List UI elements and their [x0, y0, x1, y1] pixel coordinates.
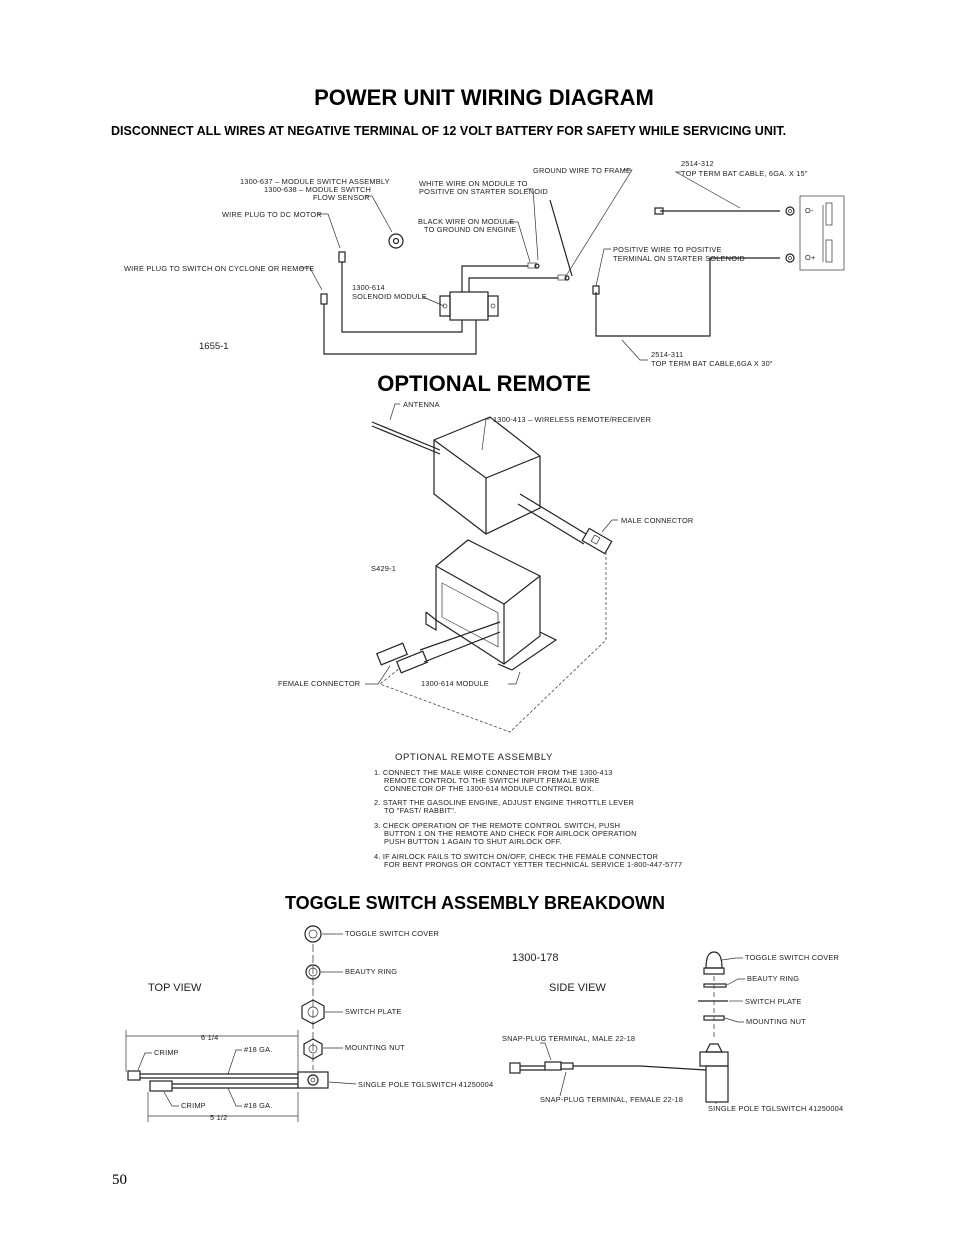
label-bat-cable-30-2: TOP TERM BAT CABLE,6GA X 30" — [651, 359, 773, 368]
label-module-switch-1: 1300-637 – MODULE SWITCH ASSEMBLY — [240, 177, 390, 186]
battery-neg: O- — [805, 206, 814, 215]
label-single-pole-side: SINGLE POLE TGLSWITCH 41250004 — [708, 1104, 843, 1113]
label-cover-top: TOGGLE SWITCH COVER — [345, 929, 439, 938]
label-module: 1300-614 MODULE — [421, 679, 489, 688]
toggle-switch-title: TOGGLE SWITCH ASSEMBLY BREAKDOWN — [285, 893, 666, 913]
label-plug-cyclone: WIRE PLUG TO SWITCH ON CYCLONE OR REMOTE — [124, 264, 314, 273]
toggle-top-view: TOP VIEW TOGGLE SWITCH COVER BEAUTY RING… — [125, 925, 493, 1122]
label-nut-top: MOUNTING NUT — [345, 1043, 405, 1052]
step-2-line-1: 2. START THE GASOLINE ENGINE, ADJUST ENG… — [374, 798, 634, 807]
label-ring-side: BEAUTY RING — [747, 974, 799, 983]
step-3-line-1: 3. CHECK OPERATION OF THE REMOTE CONTROL… — [374, 821, 620, 830]
label-pos-wire-2: TERMINAL ON STARTER SOLENOID — [613, 254, 745, 263]
label-plug-dc-motor: WIRE PLUG TO DC MOTOR — [222, 210, 322, 219]
dim-bottom-label: 5 1/2 — [210, 1113, 227, 1122]
step-3-line-3: PUSH BUTTON 1 AGAIN TO SHUT AIRLOCK OFF. — [384, 837, 562, 846]
label-ring-top: BEAUTY RING — [345, 967, 397, 976]
label-bat-cable-30-1: 2514-311 — [651, 350, 683, 359]
label-flow-sensor: FLOW SENSOR — [313, 193, 370, 202]
page-title: POWER UNIT WIRING DIAGRAM — [314, 85, 654, 110]
label-male-connector: MALE CONNECTOR — [621, 516, 693, 525]
label-snap-female: SNAP-PLUG TERMINAL, FEMALE 22-18 — [540, 1095, 683, 1104]
step-1-line-3: CONNECTOR OF THE 1300-614 MODULE CONTROL… — [384, 784, 594, 793]
label-bat-cable-15-1: 2514-312 — [681, 159, 714, 168]
label-cover-side: TOGGLE SWITCH COVER — [745, 953, 839, 962]
step-4-line-1: 4. IF AIRLOCK FAILS TO SWITCH ON/OFF, CH… — [374, 852, 658, 861]
label-pos-wire-1: POSITIVE WIRE TO POSITIVE — [613, 245, 722, 254]
label-solenoid-2: SOLENOID MODULE — [352, 292, 427, 301]
label-module-switch-2: 1300-638 – MODULE SWITCH — [264, 185, 371, 194]
remote-assembly-notes: OPTIONAL REMOTE ASSEMBLY 1. CONNECT THE … — [374, 752, 682, 869]
wiring-diagram: 1300-637 – MODULE SWITCH ASSEMBLY 1300-6… — [124, 159, 845, 368]
wiring-drawing-number: 1655-1 — [199, 341, 229, 352]
label-bat-cable-15-2: TOP TERM BAT CABLE, 6GA. X 15" — [681, 169, 808, 178]
label-plate-top: SWITCH PLATE — [345, 1007, 401, 1016]
toggle-part-number: 1300-178 — [512, 952, 559, 964]
label-solenoid-1: 1300-614 — [352, 283, 385, 292]
step-2-line-2: TO "FAST/ RABBIT". — [384, 806, 456, 815]
label-crimp-1: CRIMP — [154, 1048, 179, 1057]
remote-diagram: ANTENNA 1300-413 – WIRELESS REMOTE/RECEI… — [278, 400, 693, 733]
label-receiver: 1300-413 – WIRELESS REMOTE/RECEIVER — [493, 415, 651, 424]
label-plate-side: SWITCH PLATE — [745, 997, 801, 1006]
label-female-connector: FEMALE CONNECTOR — [278, 679, 360, 688]
label-black-wire-1: BLACK WIRE ON MODULE — [418, 217, 514, 226]
label-single-pole-top: SINGLE POLE TGLSWITCH 41250004 — [358, 1080, 493, 1089]
optional-remote-title: OPTIONAL REMOTE — [377, 371, 591, 396]
toggle-side-view: 1300-178 SIDE VIEW TOGGLE SWITCH COVER B… — [502, 951, 843, 1113]
label-snap-male: SNAP-PLUG TERMINAL, MALE 22-18 — [502, 1034, 635, 1043]
label-gauge-1: #18 GA. — [244, 1045, 273, 1054]
side-view-label: SIDE VIEW — [549, 982, 606, 994]
step-3-line-2: BUTTON 1 ON THE REMOTE AND CHECK FOR AIR… — [384, 829, 637, 838]
label-gauge-2: #18 GA. — [244, 1101, 273, 1110]
label-ground-wire: GROUND WIRE TO FRAME — [533, 166, 631, 175]
label-white-wire-1: WHITE WIRE ON MODULE TO — [419, 179, 528, 188]
label-antenna: ANTENNA — [403, 400, 440, 409]
label-black-wire-2: TO GROUND ON ENGINE — [424, 225, 516, 234]
step-1-line-2: REMOTE CONTROL TO THE SWITCH INPUT FEMAL… — [384, 776, 600, 785]
battery-pos: O+ — [805, 253, 815, 262]
step-1-line-1: 1. CONNECT THE MALE WIRE CONNECTOR FROM … — [374, 768, 613, 777]
top-view-label: TOP VIEW — [148, 982, 202, 994]
label-white-wire-2: POSITIVE ON STARTER SOLENOID — [419, 187, 548, 196]
safety-warning: DISCONNECT ALL WIRES AT NEGATIVE TERMINA… — [111, 124, 787, 138]
dim-top-label: 6 1/4 — [201, 1033, 218, 1042]
step-4-line-2: FOR BENT PRONGS OR CONTACT YETTER TECHNI… — [384, 860, 682, 869]
remote-assembly-title: OPTIONAL REMOTE ASSEMBLY — [395, 752, 553, 763]
label-crimp-2: CRIMP — [181, 1101, 206, 1110]
remote-drawing-number: S429-1 — [371, 564, 396, 573]
page-number: 50 — [112, 1172, 127, 1188]
label-nut-side: MOUNTING NUT — [746, 1017, 806, 1026]
